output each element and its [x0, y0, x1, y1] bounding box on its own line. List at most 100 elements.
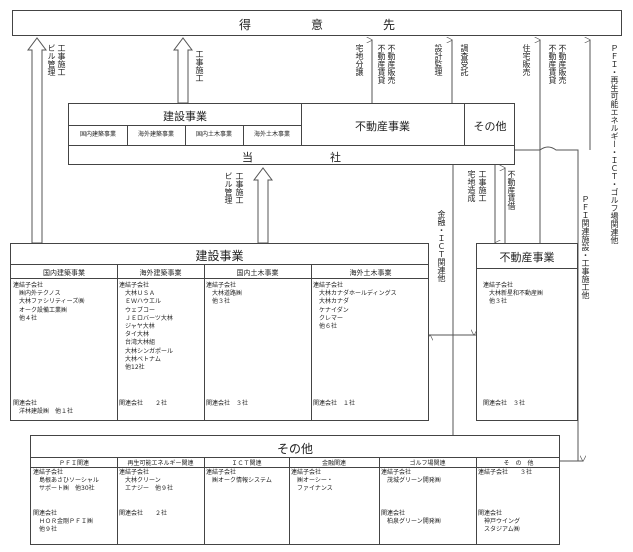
list-item: 大林シンガポール — [119, 347, 174, 355]
list-item: 関連会社 — [478, 509, 503, 517]
list-item: 連結子会社 — [313, 282, 344, 289]
label-re-sale: 不動産販売 — [387, 44, 396, 84]
list-item: 大林クリーン — [119, 477, 161, 485]
list-item: 連結子会社 — [33, 469, 64, 476]
company-box: 建設事業 国内建築事業 海外建築事業 国内土木事業 海外土木事業 不動産事業 そ… — [68, 103, 515, 165]
list-item: 島根あさひソーシャル — [33, 477, 99, 485]
company-sub-2: 海外建築事業 — [137, 131, 174, 138]
construction-title: 建設事業 — [195, 249, 244, 263]
list-item: クレマー — [313, 314, 344, 322]
list-item: 他３社 — [206, 298, 231, 306]
hollow-arrow-top-mid — [173, 37, 193, 104]
list-item: 連結子会社 — [291, 469, 322, 476]
list-item: 大林カナダホールディングス — [313, 290, 397, 298]
list-item: タイ大林 — [119, 331, 150, 339]
list-item: 台湾大林組 — [119, 339, 156, 347]
list-item: ファイナンス — [291, 485, 333, 493]
list-item: 他６社 — [313, 323, 338, 331]
mid-label-construct-2: 工事施工 — [478, 170, 487, 202]
mid-label-finance-ict: 金融・ＩＣＴ関連他 — [437, 210, 446, 282]
list-item: オーク設備工業㈱ — [13, 306, 68, 314]
construction-col-header: 海外土木事業 — [349, 269, 392, 277]
list-item: 関連会社 — [33, 510, 58, 518]
list-item: ㈱オーク情報システム — [206, 477, 272, 485]
company-sub-1: 国内建築事業 — [79, 131, 116, 138]
list-item: ㈱オーシー・ — [291, 477, 333, 485]
list-item: ケナイダン — [313, 306, 349, 314]
list-item: ＪＥロバーツ大林 — [119, 314, 173, 322]
label-construct-work-1: 工事施工 — [57, 44, 66, 76]
client-title: 得 意 先 — [238, 18, 395, 32]
other-title: その他 — [276, 442, 313, 456]
list-item: 関連会社 — [13, 400, 38, 407]
list-item: ＥＷハウエル — [119, 298, 162, 306]
label-re-lease: 不動産賃貸 — [377, 44, 386, 84]
mid-label-bldg-mgmt: ビル管理 — [224, 172, 233, 204]
list-item: サポート㈱ 他30社 — [33, 485, 95, 493]
list-item: 関連会社 ２社 — [119, 400, 168, 407]
list-item: 連結子会社 — [119, 282, 150, 289]
list-item — [33, 494, 99, 502]
list-item: 連結子会社 — [206, 282, 237, 289]
other-col-header: ＰＦＩ関連 — [58, 460, 89, 467]
other-box: その他 ＰＦＩ関連 再生可能エネルギー関連 ＩＣＴ関連 金融関連 ゴルフ場関連 … — [30, 435, 560, 545]
list-item — [33, 502, 99, 510]
mid-label-re-lease: 不動産賃借 — [507, 170, 516, 210]
list-item: エナジー 他９社 — [119, 485, 174, 493]
label-design-supervision: 設計監理 — [434, 44, 443, 76]
label-pfi-etc: ＰＦＩ・再生可能エネルギー・ＩＣＴ・ゴルフ場関連他 — [610, 44, 619, 244]
other-col-header: ＩＣＴ関連 — [231, 460, 262, 467]
label-re-lease-2: 不動産賃貸 — [548, 44, 557, 84]
list-item: ＨＯＲ金剛ＰＦＩ㈱ — [33, 518, 94, 526]
company-sub-3: 国内土木事業 — [195, 131, 232, 138]
list-item: 関連会社 ３社 — [206, 400, 249, 407]
list-item: 大林ファシリティーズ㈱ — [13, 298, 85, 306]
construction-col-header: 国内建築事業 — [43, 269, 85, 277]
list-item: 洋林建設㈱ 他１社 — [13, 408, 74, 416]
other-col-header: 再生可能エネルギー関連 — [127, 460, 194, 467]
list-item: 他４社 — [13, 314, 38, 322]
list-item: 関連会社 ２社 — [119, 509, 168, 517]
list-item: 連結子会社 ３社 — [478, 469, 533, 476]
realestate-title: 不動産事業 — [499, 251, 555, 264]
other-col-header: 金融関連 — [321, 460, 346, 467]
construction-col-header: 海外建築事業 — [139, 269, 182, 277]
label-housing-sale: 住宅販売 — [522, 44, 531, 76]
client-box: 得 意 先 — [12, 10, 622, 36]
list-item: 関連会社 — [381, 509, 406, 517]
realestate-box: 不動産事業 連結子会社 大林新星和不動産㈱ 他３社 関連会社 ３社 — [476, 243, 578, 421]
list-item: 他３社 — [483, 298, 508, 306]
list-item: 連結子会社 — [119, 469, 150, 476]
label-building-mgmt-1: ビル管理 — [47, 44, 56, 76]
list-item: 連結子会社 — [13, 282, 44, 289]
hollow-arrow-mid — [253, 167, 273, 244]
list-item: 他９社 — [33, 526, 58, 534]
list-item: スタジアム㈱ — [478, 526, 520, 534]
construction-box: 建設事業 国内建築事業 海外建築事業 国内土木事業 海外土木事業 連結子会社 ㈱… — [10, 243, 429, 421]
list-item: 神戸ウイング — [478, 518, 521, 526]
other-col-header: ゴルフ場関連 — [409, 460, 446, 467]
list-item: ウェブコー — [119, 306, 156, 314]
mid-label-land-dev: 宅地造成 — [467, 170, 476, 202]
label-land-sale: 宅地分譲 — [355, 44, 364, 76]
company-realestate: 不動産事業 — [355, 120, 410, 133]
list-item: 大林カナダ — [313, 298, 350, 306]
company-construction-title: 建設事業 — [163, 110, 207, 123]
construction-col-header: 国内土木事業 — [236, 269, 279, 277]
mid-label-pfi-facility: ＰＦＩ関連施設・工事施工他 — [581, 195, 590, 299]
list-item: 連結子会社 — [483, 282, 514, 289]
company-name: 当 社 — [242, 151, 341, 164]
label-construct-work-2: 工事施工 — [195, 50, 204, 82]
list-item: 関連会社 ３社 — [483, 400, 526, 407]
list-item: 大林道路㈱ — [206, 290, 243, 298]
mid-label-construct: 工事施工 — [235, 172, 244, 204]
label-re-sale-2: 不動産販売 — [558, 44, 567, 84]
hollow-arrow-left — [27, 37, 47, 244]
list-item: 茂城グリーン開発㈱ — [381, 477, 441, 485]
list-item: 大林ＵＳＡ — [119, 290, 156, 298]
list-item: 大林新星和不動産㈱ — [483, 290, 544, 298]
list-item: ㈱内外テクノス — [13, 290, 61, 298]
list-item: ジャヤ大林 — [119, 323, 155, 331]
list-item: 他12社 — [119, 364, 145, 372]
